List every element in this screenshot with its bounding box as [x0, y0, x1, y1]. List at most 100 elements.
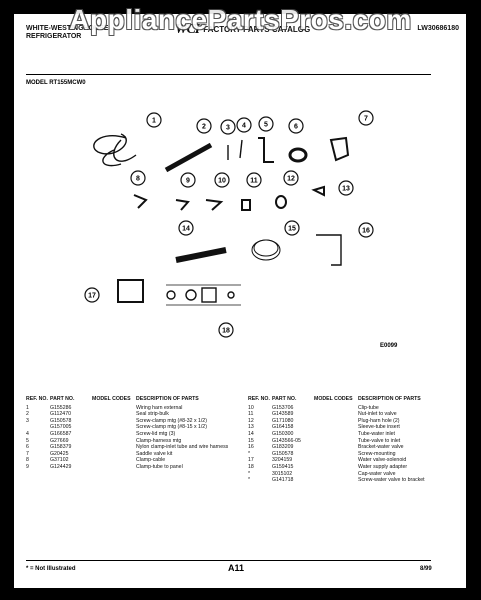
part-cell: G37102 [50, 457, 69, 464]
code-cell [314, 424, 358, 431]
callout-circle-12 [283, 170, 299, 186]
callout-label-13: 13 [342, 186, 350, 193]
code-cell [314, 471, 358, 478]
ref-cell: 4 [26, 430, 29, 437]
ref-cell: 12 [248, 417, 254, 424]
part-cell: G124429 [50, 463, 72, 470]
part-cell: G158379 [50, 444, 72, 451]
spacer-cell [236, 405, 248, 412]
spacer-cell [236, 431, 248, 438]
desc-cell: Seal strip-bulk [136, 411, 169, 418]
callout-label-18: 18 [222, 328, 230, 335]
ref-cell: 15 [248, 437, 254, 444]
adapter-part-a [166, 290, 176, 300]
desc-cell: Water valve-solenoid [358, 457, 407, 464]
desc-cell: Clamp-cable [136, 457, 166, 464]
part-cell: G150300 [272, 430, 294, 437]
code-cell [92, 424, 136, 431]
code-cell [92, 411, 136, 418]
code-cell [92, 431, 136, 438]
callout-circle-13 [338, 180, 354, 196]
saddle-valve-shape [329, 136, 350, 162]
desc-cell: Wiring harn external [136, 404, 183, 411]
tube-clamp-shape [175, 199, 190, 211]
part-cell: G155286 [50, 404, 72, 411]
code-cell [92, 477, 136, 484]
ref-cell: 5 [26, 437, 29, 444]
spacer-cell [236, 477, 248, 484]
code-cell [92, 405, 136, 412]
clamp-5-shape [258, 137, 274, 163]
desc-cell: Bracket-water valve [358, 444, 404, 451]
ref-cell [26, 471, 50, 478]
desc-cell: Tube-valve to inlet [358, 437, 401, 444]
code-cell [314, 418, 358, 425]
callout-label-5: 5 [264, 122, 268, 129]
code-cell [92, 451, 136, 458]
part-cell: 3204159 [272, 457, 293, 464]
desc-cell: Sleeve-tube insert [358, 424, 400, 431]
desc-cell: Screw-clamp mtg (#8-15 x 1/2) [136, 424, 207, 431]
col-desc-2: DESCRIPTION OF PARTS [358, 396, 421, 402]
inlet-tube-shape [175, 247, 227, 263]
adapter-part-c [201, 287, 217, 303]
brand-line-2: REFRIGERATOR [26, 33, 82, 40]
code-cell [314, 411, 358, 418]
code-cell [92, 457, 136, 464]
code-cell [92, 471, 136, 478]
desc-cell: Clamp-harness mtg [136, 437, 182, 444]
code-cell [314, 431, 358, 438]
col-model: MODEL CODES [92, 396, 131, 402]
callout-label-15: 15 [288, 226, 296, 233]
diagram-code: E0099 [380, 343, 398, 349]
wci-logo: WCI [175, 22, 200, 37]
desc-cell: Nut-inlet to valve [358, 411, 397, 418]
footer-rule [26, 560, 431, 561]
ref-cell: 8 [26, 457, 29, 464]
adapter-part-b [185, 289, 197, 301]
part-cell: G171080 [272, 417, 294, 424]
adapter-part-d [227, 291, 235, 299]
callout-circle-4 [236, 117, 252, 133]
brand-block: WHITE-WESTINGHOUSE REFRIGERATOR [26, 25, 108, 41]
spacer-cell [236, 464, 248, 471]
code-cell [92, 418, 136, 425]
callout-label-7: 7 [364, 116, 368, 123]
callout-circle-11 [246, 172, 262, 188]
ref-cell: * [248, 450, 251, 457]
brand-line-1: WHITE-WESTINGHOUSE [26, 25, 109, 32]
callout-label-1: 1 [152, 118, 156, 125]
desc-cell: Screw-mounting [358, 450, 396, 457]
desc-cell [136, 471, 236, 478]
part-cell: G143566-05 [272, 437, 301, 444]
desc-cell: Tube-water inlet [358, 430, 396, 437]
seal-strip-shape [164, 142, 213, 173]
callout-circle-14 [178, 220, 194, 236]
desc-cell: Cap-water valve [358, 470, 396, 477]
ref-cell: 10 [248, 404, 254, 411]
desc-cell [136, 477, 236, 484]
callout-circle-2 [196, 118, 212, 134]
code-cell [314, 451, 358, 458]
col-part-2: PART NO. [272, 396, 297, 402]
ref-cell: 13 [248, 424, 254, 431]
col-ref: REF. NO. [26, 396, 48, 402]
table-header-row: REF. NO. PART NO. MODEL CODES DESCRIPTIO… [26, 396, 458, 405]
code-cell [92, 464, 136, 471]
ref-cell: 3 [26, 417, 29, 424]
code-cell [314, 438, 358, 445]
wiring-harness-shape [93, 133, 127, 167]
footer-date: 8/99 [420, 566, 432, 572]
code-cell [314, 444, 358, 451]
code-cell [92, 438, 136, 445]
sleeve-shape [311, 185, 325, 197]
callout-label-10: 10 [218, 178, 226, 185]
callout-label-8: 8 [136, 176, 140, 183]
